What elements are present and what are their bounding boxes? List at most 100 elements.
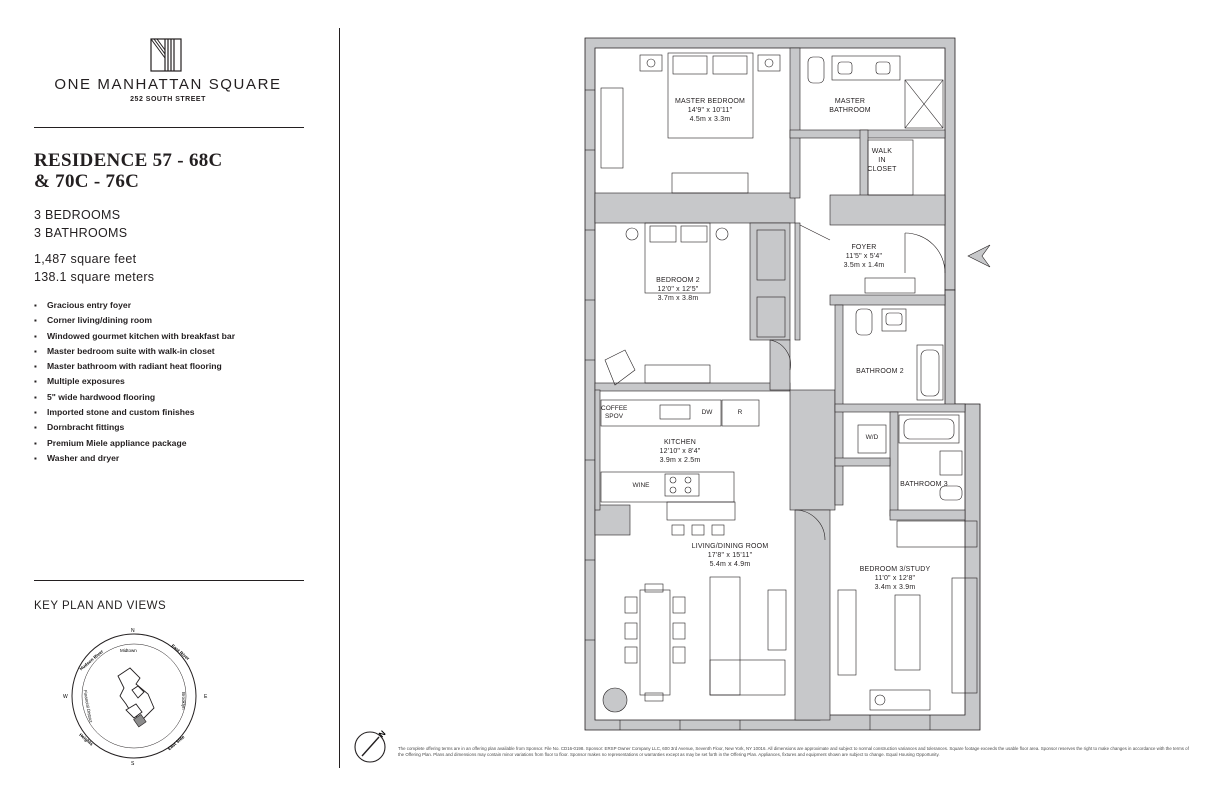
north-arrow-label: N (377, 729, 388, 740)
room-name: BEDROOM 3/STUDY (859, 566, 931, 573)
building-footprint (117, 667, 155, 721)
residence-title: RESIDENCE 57 - 68C & 70C - 76C (34, 150, 314, 192)
floor-plan (584, 37, 991, 731)
divider-top (34, 127, 304, 128)
key-plan-title: KEY PLAN AND VIEWS (34, 600, 167, 612)
bedroom-count: 3 BEDROOMS (34, 208, 121, 222)
logo-mark-icon (150, 38, 182, 72)
coffee-line2: SPOV (604, 413, 624, 420)
room-dims-metric: 5.4m x 4.9m (709, 561, 751, 568)
feature-item: Dornbracht fittings (34, 420, 235, 435)
room-name-line2: BATHROOM (829, 107, 871, 114)
room-dims-metric: 4.5m x 3.3m (689, 116, 731, 123)
master-bedroom-label: MASTER BEDROOM 14'9" x 10'11" 4.5m x 3.3… (660, 97, 760, 124)
feature-item: Master bathroom with radiant heat floori… (34, 359, 235, 374)
brand-logo (150, 38, 182, 72)
room-dims-imperial: 17'8" x 15'11" (707, 552, 753, 559)
foyer-door (799, 224, 946, 294)
brand-address: 252 SOUTH STREET (130, 96, 206, 103)
feature-item: Premium Miele appliance package (34, 436, 235, 451)
brand-name: ONE MANHATTAN SQUARE (54, 76, 282, 93)
room-dims-imperial: 11'5" x 5'4" (845, 253, 883, 260)
room-name-line1: MASTER (834, 98, 866, 105)
view-brooklyn: Brooklyn (181, 692, 186, 710)
room-name: BATHROOM 3 (900, 481, 948, 488)
bedroom2-label: BEDROOM 2 12'0" x 12'5" 3.7m x 3.8m (628, 276, 728, 303)
room-dims-imperial: 14'9" x 10'11" (687, 107, 733, 114)
interior-walls (594, 47, 966, 721)
room-name-line1: WALK (871, 148, 893, 155)
window-mullions (585, 89, 931, 730)
room-name: KITCHEN (663, 439, 697, 446)
room-dims-metric: 3.5m x 1.4m (843, 262, 885, 269)
north-arrow-icon: N (354, 729, 388, 763)
bathroom-count: 3 BATHROOMS (34, 226, 128, 240)
bedroom2-furniture (604, 222, 791, 386)
residence-title-line1: RESIDENCE 57 - 68C (34, 150, 223, 171)
foyer-label: FOYER 11'5" x 5'4" 3.5m x 1.4m (824, 243, 904, 270)
area-sqm: 138.1 square meters (34, 270, 155, 284)
feature-item: 5" wide hardwood flooring (34, 390, 235, 405)
compass-south: S (131, 761, 135, 767)
bedroom3-furniture (794, 509, 978, 711)
room-name: BEDROOM 2 (656, 277, 700, 284)
master-bathroom-label: MASTER BATHROOM (810, 97, 890, 115)
room-dims-imperial: 11'0" x 12'8" (874, 575, 916, 582)
view-east-river: East River (170, 643, 190, 661)
area-info: 1,487 square feet 138.1 square meters (34, 250, 154, 286)
kitchen-label: KITCHEN 12'10" x 8'4" 3.9m x 2.5m (630, 438, 730, 465)
bathroom3-label: BATHROOM 3 (893, 480, 955, 489)
entry-arrow-icon (967, 244, 991, 268)
unit-info: 3 BEDROOMS 3 BATHROOMS (34, 206, 127, 242)
coffee-spov-label: COFFEE SPOV (601, 405, 627, 421)
feature-item: Corner living/dining room (34, 313, 235, 328)
view-financial: Financial District (83, 690, 94, 724)
view-hudson: Hudson River (79, 649, 105, 672)
view-midtown: Midtown (120, 648, 137, 653)
bathroom2-fixtures (855, 308, 944, 401)
residence-title-line2: & 70C - 76C (34, 171, 140, 192)
coffee-line1: COFFEE (601, 405, 628, 412)
feature-item: Imported stone and custom finishes (34, 405, 235, 420)
feature-item: Washer and dryer (34, 451, 235, 466)
compass-east: E (204, 694, 208, 700)
feature-list: Gracious entry foyer Corner living/dinin… (34, 298, 235, 466)
view-heights: Heights (78, 732, 94, 747)
refrigerator-label: R (737, 409, 743, 416)
room-dims-metric: 3.7m x 3.8m (657, 295, 699, 302)
bathroom3-fixtures (857, 414, 978, 548)
bathroom2-label: BATHROOM 2 (845, 367, 915, 376)
master-bath-fixtures (807, 55, 944, 196)
room-name: LIVING/DINING ROOM (691, 543, 769, 550)
key-plan-diagram: N S E W Hudson River East River Midtown … (63, 628, 208, 767)
unit-highlight (133, 714, 147, 728)
feature-item: Gracious entry foyer (34, 298, 235, 313)
bedroom3-label: BEDROOM 3/STUDY 11'0" x 12'8" 3.4m x 3.9… (845, 565, 945, 592)
master-bed (600, 52, 781, 194)
feature-item: Windowed gourmet kitchen with breakfast … (34, 329, 235, 344)
area-sqft: 1,487 square feet (34, 252, 137, 266)
wd-label: W/D (865, 434, 879, 441)
divider-bottom (34, 580, 304, 581)
room-dims-imperial: 12'0" x 12'5" (657, 286, 699, 293)
legal-disclaimer: The complete offering terms are in an of… (398, 746, 1189, 757)
living-dining-label: LIVING/DINING ROOM 17'8" x 15'11" 5.4m x… (670, 542, 790, 569)
view-east-side: East Side (167, 734, 186, 751)
living-furniture (602, 576, 787, 713)
room-name-line2: IN (878, 157, 886, 164)
feature-item: Master bedroom suite with walk-in closet (34, 344, 235, 359)
room-name-line3: CLOSET (867, 166, 897, 173)
room-name: BATHROOM 2 (856, 368, 904, 375)
kitchen-fixtures (600, 399, 760, 536)
room-name: FOYER (851, 244, 877, 251)
wine-label: WINE (632, 482, 650, 489)
room-dims-metric: 3.4m x 3.9m (874, 584, 916, 591)
compass-west: W (63, 694, 68, 700)
walk-in-closet-label: WALK IN CLOSET (862, 147, 902, 174)
dishwasher-label: DW (701, 409, 713, 416)
room-name: MASTER BEDROOM (674, 98, 746, 105)
compass-north: N (131, 628, 135, 634)
room-dims-imperial: 12'10" x 8'4" (659, 448, 701, 455)
feature-item: Multiple exposures (34, 374, 235, 389)
panel-separator (339, 28, 340, 768)
